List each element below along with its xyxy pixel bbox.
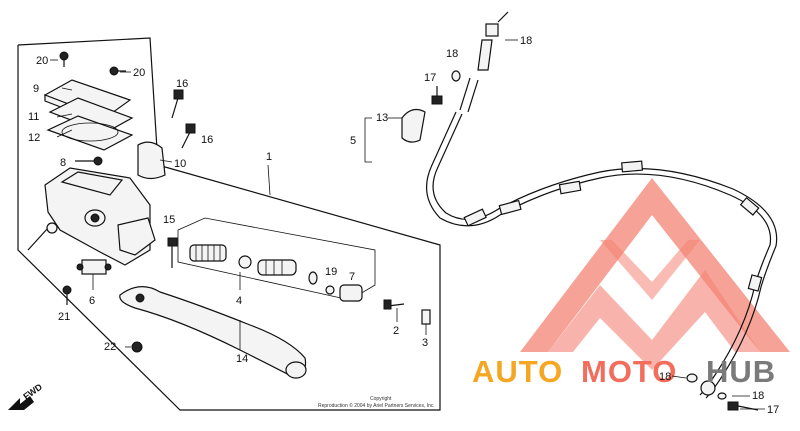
label-11: 11 bbox=[28, 111, 39, 123]
svg-text:HUB: HUB bbox=[706, 354, 776, 389]
screw-20-left bbox=[59, 51, 69, 67]
label-10: 10 bbox=[174, 158, 186, 170]
pivot-bolt-2 bbox=[383, 299, 405, 322]
label-6: 6 bbox=[89, 295, 95, 307]
label-21: 21 bbox=[58, 311, 70, 323]
label-2: 2 bbox=[393, 325, 399, 337]
clutch-hose bbox=[425, 111, 772, 396]
label-5: 5 bbox=[350, 135, 356, 147]
svg-text:MOTO: MOTO bbox=[581, 354, 677, 389]
label-4: 4 bbox=[236, 295, 242, 307]
reservoir-cap-group bbox=[43, 79, 134, 151]
screw-20-right bbox=[109, 66, 126, 76]
label-18-bottom-left: 18 bbox=[659, 371, 671, 383]
upper-hose-fitting bbox=[459, 11, 509, 113]
watermark-text: AUTO MOTO HUB bbox=[472, 354, 776, 389]
label-17-top: 17 bbox=[424, 72, 436, 84]
hose-5-bracket bbox=[364, 117, 372, 163]
label-12: 12 bbox=[28, 132, 40, 144]
master-cylinder-body bbox=[27, 167, 156, 266]
watermark-logo bbox=[520, 178, 790, 370]
bolt-16-upper bbox=[171, 89, 184, 119]
boot-13 bbox=[401, 108, 426, 143]
label-18-bottom-right: 18 bbox=[752, 390, 764, 402]
label-1: 1 bbox=[266, 151, 272, 163]
copyright-line2: Reproduction © 2004 by Ariel Partners Se… bbox=[318, 402, 435, 409]
bolt-8 bbox=[75, 156, 103, 166]
copyright-line1: Copyright bbox=[370, 396, 392, 402]
clip-19 bbox=[325, 285, 335, 295]
label-3: 3 bbox=[422, 337, 428, 349]
label-13: 13 bbox=[376, 112, 388, 124]
label-20-left: 20 bbox=[36, 55, 48, 67]
svg-text:FWD: FWD bbox=[21, 381, 44, 401]
washer-18-top bbox=[451, 70, 461, 82]
switch-6 bbox=[76, 259, 112, 290]
label-22: 22 bbox=[104, 341, 116, 353]
label-16-upper: 16 bbox=[176, 78, 188, 90]
screw-21 bbox=[62, 285, 72, 305]
boot-7 bbox=[339, 284, 363, 302]
bolt-17-top bbox=[431, 86, 443, 105]
svg-text:AUTO: AUTO bbox=[472, 354, 563, 389]
label-20-right: 20 bbox=[133, 67, 145, 79]
label-16-lower: 16 bbox=[201, 134, 213, 146]
nut-22 bbox=[125, 341, 143, 353]
holder-10 bbox=[137, 141, 173, 180]
pivot-15 bbox=[167, 237, 178, 268]
part-labels: 1 2 3 4 5 6 7 8 9 10 11 12 13 14 15 16 1… bbox=[28, 35, 779, 416]
assembly-frame bbox=[17, 37, 441, 411]
clutch-lever-14 bbox=[119, 286, 307, 379]
bolt-16-lower bbox=[181, 123, 196, 149]
label-19: 19 bbox=[325, 266, 337, 278]
fwd-arrow: FWD bbox=[8, 381, 44, 410]
piston-set-4 bbox=[189, 244, 318, 285]
label-14: 14 bbox=[236, 353, 248, 365]
label-15: 15 bbox=[163, 214, 175, 226]
label-17-bottom: 17 bbox=[767, 404, 779, 416]
label-8: 8 bbox=[60, 157, 66, 169]
lower-hose-fitting bbox=[686, 373, 759, 411]
piston-set-frame bbox=[177, 217, 376, 301]
nut-3 bbox=[421, 309, 431, 335]
label-7: 7 bbox=[349, 271, 355, 283]
label-9: 9 bbox=[33, 83, 39, 95]
label-18-top-left: 18 bbox=[446, 48, 458, 60]
label-18-top-right: 18 bbox=[520, 35, 532, 47]
